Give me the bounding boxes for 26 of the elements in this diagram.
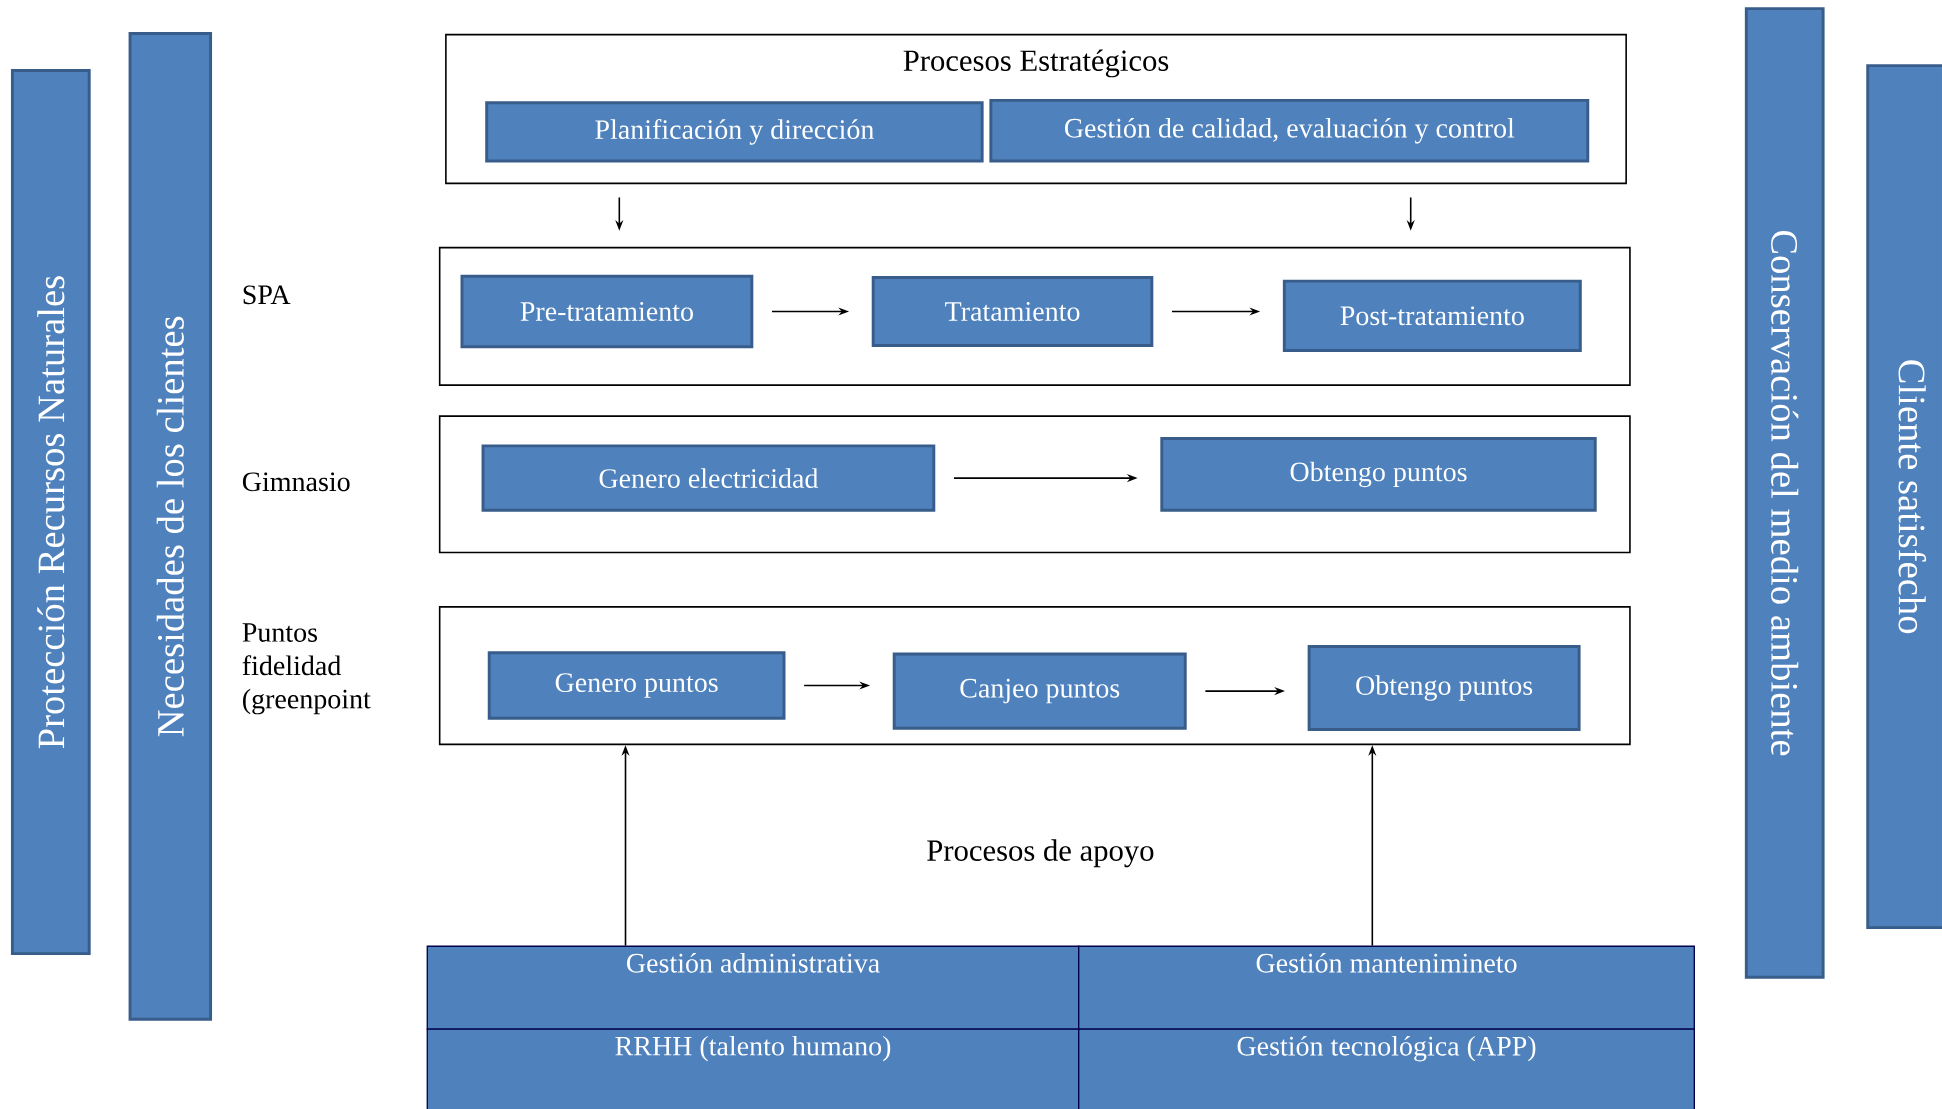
process-box: Post-tratamiento xyxy=(1282,279,1582,352)
node-label: RRHH (talento humano) xyxy=(615,1035,891,1062)
table-cell: Gestión tecnológica (APP) xyxy=(1078,1028,1695,1109)
process-box: Pre-tratamiento xyxy=(460,274,754,349)
table-cell: Gestión mantenimineto xyxy=(1078,945,1695,1030)
process-box: Tratamiento xyxy=(871,275,1154,348)
side-bar: Cliente satisfecho xyxy=(1866,64,1942,930)
row-label: Gimnasio xyxy=(242,472,350,492)
section-heading: Procesos de apoyo xyxy=(927,839,1154,868)
side-bar: Protección Recursos Naturales xyxy=(10,69,91,956)
side-bar: Conservación del medio ambiente xyxy=(1744,7,1825,979)
process-box: Obtengo puntos xyxy=(1160,437,1597,512)
group-frame xyxy=(438,415,1631,554)
table-cell: Gestión administrativa xyxy=(426,945,1080,1030)
row-label: SPA xyxy=(243,285,291,305)
row-label: Puntos fidelidad (greenpoint xyxy=(242,623,371,715)
group-frame xyxy=(438,246,1631,386)
table-cell: RRHH (talento humano) xyxy=(426,1028,1080,1109)
process-box: Planificación y dirección xyxy=(485,101,984,163)
group-frame xyxy=(438,606,1631,746)
process-box: Genero electricidad xyxy=(481,444,936,512)
process-box: Genero puntos xyxy=(487,651,786,720)
side-bar: Necesidades de los clientes xyxy=(128,32,213,1021)
process-box: Canjeo puntos xyxy=(892,652,1187,730)
process-box: Gestión de calidad, evaluación y control xyxy=(989,98,1590,163)
process-box: Obtengo puntos xyxy=(1307,645,1581,731)
